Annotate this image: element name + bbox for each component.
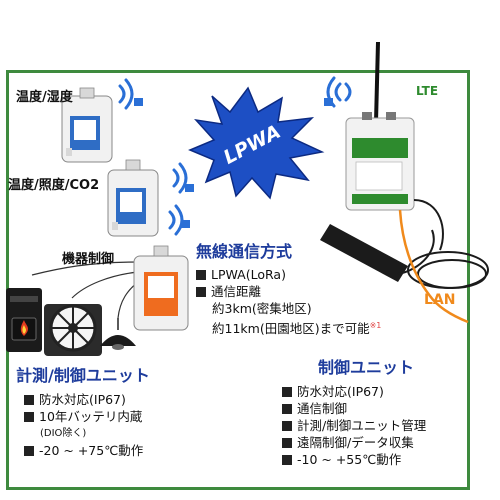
wireless-title: 無線通信方式 bbox=[196, 242, 293, 261]
list-item: -10 ~ +55℃動作 bbox=[282, 451, 426, 468]
list-item: 計測/制御ユニット管理 bbox=[282, 417, 426, 434]
bullet-icon bbox=[24, 412, 34, 422]
measurement-unit-title: 計測/制御ユニット bbox=[16, 366, 150, 385]
list-item: -20 ~ +75℃動作 bbox=[24, 442, 150, 459]
bullet-icon bbox=[24, 395, 34, 405]
list-item: 遠隔制御/データ収集 bbox=[282, 434, 426, 451]
list-item: 10年バッテリ内蔵 bbox=[24, 408, 150, 425]
sensor-label-temp-humidity: 温度/湿度 bbox=[16, 90, 73, 105]
lpwa-burst bbox=[188, 86, 325, 200]
sensor-label-temp-light-co2: 温度/照度/CO2 bbox=[8, 178, 100, 193]
list-item: LPWA(LoRa) bbox=[196, 266, 381, 283]
signal-lock-icon bbox=[324, 76, 352, 108]
list-item: 防水対応(IP67) bbox=[24, 391, 150, 408]
control-unit-device bbox=[133, 245, 189, 331]
pendant-lamp-equipment bbox=[100, 318, 136, 350]
bullet-icon bbox=[282, 387, 292, 397]
signal-lock-icon bbox=[168, 204, 190, 236]
power-cable bbox=[407, 199, 489, 289]
lpwa-label: LPWA bbox=[220, 121, 284, 169]
fan-equipment bbox=[44, 304, 102, 356]
range-line: 約3km(密集地区) bbox=[212, 301, 312, 316]
bullet-icon bbox=[282, 404, 292, 414]
control-unit-section: 制御ユニット 防水対応(IP67) 通信制御 計測/制御ユニット管理 遠隔制御/… bbox=[282, 354, 426, 468]
bullet-icon bbox=[24, 446, 34, 456]
gateway-box bbox=[345, 112, 415, 211]
signal-lock-icon bbox=[118, 78, 143, 110]
wireless-list: LPWA(LoRa) 通信距離 約3km(密集地区) 約11km(田園地区)まで… bbox=[196, 266, 381, 337]
list-item: 通信制御 bbox=[282, 400, 426, 417]
device-cable bbox=[71, 271, 139, 299]
measurement-unit-list: 防水対応(IP67) 10年バッテリ内蔵 (DIO除く) -20 ~ +75℃動… bbox=[16, 391, 150, 459]
battery-note: (DIO除く) bbox=[40, 428, 87, 439]
flat-antenna bbox=[320, 224, 408, 282]
list-item: 通信距離 bbox=[196, 283, 381, 300]
bullet-icon bbox=[282, 421, 292, 431]
sensor-unit-temp-light-co2 bbox=[107, 159, 159, 237]
range-line: 約11km(田園地区)まで可能※1 bbox=[212, 321, 382, 337]
antenna-cable bbox=[397, 229, 435, 275]
sensor-label-device-control: 機器制御 bbox=[62, 252, 115, 267]
bullet-icon bbox=[196, 270, 206, 280]
bullet-icon bbox=[196, 287, 206, 297]
footnote-mark: ※1 bbox=[369, 321, 382, 330]
measurement-unit-section: 計測/制御ユニット 防水対応(IP67) 10年バッテリ内蔵 (DIO除く) -… bbox=[16, 362, 150, 459]
device-cable bbox=[31, 261, 139, 276]
control-unit-list: 防水対応(IP67) 通信制御 計測/制御ユニット管理 遠隔制御/データ収集 -… bbox=[282, 383, 426, 468]
bullet-icon bbox=[282, 455, 292, 465]
control-unit-title: 制御ユニット bbox=[318, 358, 415, 377]
lte-label: LTE bbox=[416, 84, 439, 98]
sensor-unit-temp-humidity bbox=[61, 87, 113, 163]
wireless-section: 無線通信方式 LPWA(LoRa) 通信距離 約3km(密集地区) 約11km(… bbox=[196, 238, 381, 337]
antenna bbox=[374, 41, 380, 123]
lan-label: LAN bbox=[424, 292, 456, 308]
boiler-equipment bbox=[6, 288, 42, 352]
lan-cable bbox=[398, 209, 469, 324]
system-frame bbox=[6, 70, 470, 490]
list-item: 防水対応(IP67) bbox=[282, 383, 426, 400]
signal-lock-icon bbox=[172, 162, 194, 194]
bullet-icon bbox=[282, 438, 292, 448]
